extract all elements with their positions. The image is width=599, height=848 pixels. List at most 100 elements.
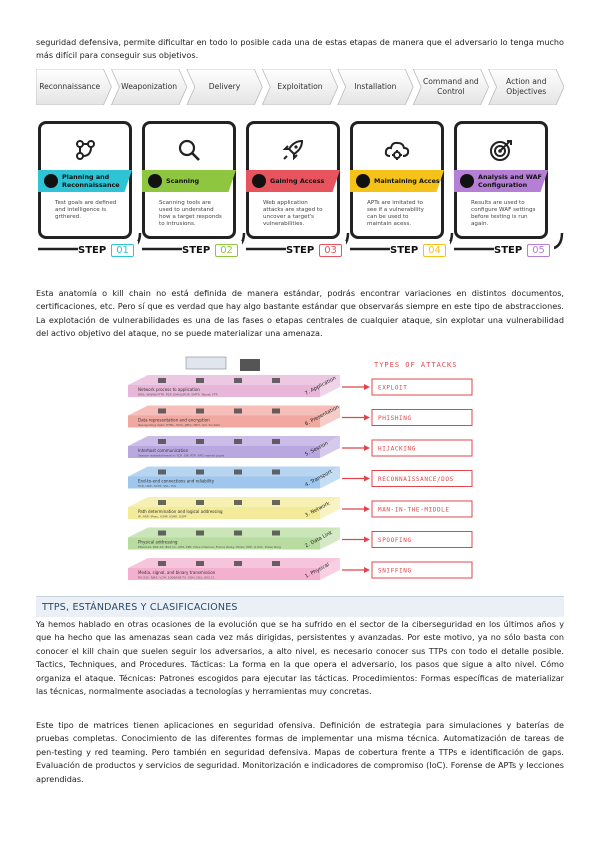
- attack-box: [371, 378, 473, 396]
- attack-name: HIJACKING: [378, 446, 416, 453]
- kill-chain-arrow: [337, 69, 414, 105]
- layer-description: End-to-end connections and reliability: [138, 479, 215, 484]
- osi-layer: Media, signal, and binary transmissionRS…: [128, 558, 473, 580]
- device-icon: [158, 500, 166, 505]
- device-icon: [158, 408, 166, 414]
- section-heading: TTPS, ESTÁNDARES Y CLASIFICACIONES: [36, 596, 564, 617]
- attack-name: MAN-IN-THE-MIDDLE: [378, 507, 450, 514]
- kill-chain-step: Weaponization: [121, 82, 178, 91]
- kill-chain-step: Delivery: [208, 82, 241, 91]
- step-label: STEP 02: [182, 241, 242, 259]
- step-number: 03: [319, 243, 342, 257]
- step-label: STEP 05: [494, 241, 554, 259]
- kill-chain-arrow: [36, 69, 112, 105]
- device-icon: [272, 530, 280, 536]
- step-number: 05: [527, 243, 550, 257]
- device-icon: [234, 439, 242, 444]
- attack-box: [371, 439, 473, 457]
- layer-protocols: RS-232, RJ45, V.34, 100BASE-TX, SDH, DSL…: [138, 576, 215, 580]
- layer-protocols: Ethernet, 802.1X, 802.11, ATM, PPP, Fibr…: [138, 545, 281, 549]
- step-number: 02: [215, 243, 238, 257]
- step-dot: [252, 174, 266, 188]
- step-title: Planning and Reconnaissance: [62, 173, 120, 189]
- step-word: STEP: [390, 244, 419, 256]
- device-icon: [272, 561, 280, 566]
- device-icon: [272, 469, 280, 475]
- kill-chain-step: Command and Control: [422, 77, 479, 96]
- step-title: Maintaining Access: [374, 177, 444, 185]
- kill-chain-arrow: [261, 69, 339, 105]
- device-icon: [272, 500, 280, 505]
- step-dot: [148, 174, 162, 188]
- laptop-icon: [240, 359, 260, 371]
- osi-layer: End-to-end connections and reliabilityTC…: [128, 466, 473, 489]
- step-label: STEP 03: [286, 241, 346, 259]
- step-description: Results are used to configure WAF settin…: [471, 200, 536, 227]
- step-word: STEP: [182, 244, 211, 256]
- layer-protocols: Recognizing data: HTML, DOC, JPEG, MP3, …: [138, 423, 221, 427]
- step-description: Test goals are defined and intelligence …: [55, 200, 117, 220]
- device-icon: [234, 530, 242, 536]
- step-title-band: Analysis and WAF Configuration: [454, 170, 548, 192]
- step-title: Gaining Access: [270, 177, 325, 185]
- device-icon: [234, 469, 242, 475]
- layer-description: Interhost communication: [138, 448, 189, 453]
- layer-protocols: DNS, WWW/HTTP, P2P, EMAIL/POP, SMTP, Tel…: [138, 393, 218, 397]
- attack-box: [371, 561, 473, 579]
- device-icon: [272, 408, 280, 414]
- step-dot: [44, 174, 58, 188]
- attacks-title: TYPES OF ATTACKS: [374, 361, 457, 369]
- kill-chain-arrow: [412, 69, 490, 105]
- network-nodes-icon: [41, 134, 129, 166]
- device-icon: [158, 561, 166, 566]
- osi-layers-svg: TYPES OF ATTACKS Network process to appli…: [128, 356, 473, 580]
- step-description: Web application attacks are staged to un…: [263, 200, 323, 227]
- step-word: STEP: [494, 244, 523, 256]
- rocket-icon: [249, 134, 337, 166]
- device-icon: [158, 530, 166, 536]
- device-icon: [234, 408, 242, 414]
- attack-name: SPOOFING: [378, 537, 412, 544]
- device-icon: [158, 439, 166, 444]
- device-icon: [196, 469, 204, 475]
- device-icon: [196, 439, 204, 444]
- attack-box: [371, 470, 473, 487]
- step-description: APTs are imitated to see if a vulnerabil…: [367, 200, 424, 227]
- magnifier-icon: [145, 134, 233, 166]
- device-icon: [234, 500, 242, 505]
- layer-protocols: Session establishment in TCP, SIP, RTP, …: [138, 454, 225, 458]
- device-icon: [234, 561, 242, 566]
- intro-paragraph: seguridad defensiva, permite dificultar …: [36, 37, 564, 61]
- device-icon: [196, 378, 204, 383]
- step-dot: [460, 174, 474, 188]
- step-title: Analysis and WAF Configuration: [478, 173, 542, 189]
- step-word: STEP: [286, 244, 315, 256]
- cloud-gear-icon: [353, 134, 441, 166]
- layer-description: Path determination and logical addressin…: [138, 509, 223, 514]
- device-icon: [158, 378, 166, 383]
- kill-chain-step: Exploitation: [277, 82, 323, 91]
- osi-attacks-figure: TYPES OF ATTACKS Network process to appli…: [128, 353, 478, 589]
- kill-chain-arrow: [110, 69, 188, 105]
- step-dot: [356, 174, 370, 188]
- device-icon: [272, 439, 280, 444]
- attack-box: [371, 531, 473, 548]
- layer-description: Media, signal, and binary transmission: [138, 570, 216, 575]
- attack-name: RECONNAISSANCE/DOS: [378, 476, 454, 483]
- kill-chain-arrow: [186, 69, 263, 105]
- attack-name: SNIFFING: [378, 568, 412, 575]
- target-icon: [457, 134, 545, 166]
- device-icon: [234, 378, 242, 383]
- attack-box: [371, 409, 473, 426]
- step-title-band: Gaining Access: [246, 170, 340, 192]
